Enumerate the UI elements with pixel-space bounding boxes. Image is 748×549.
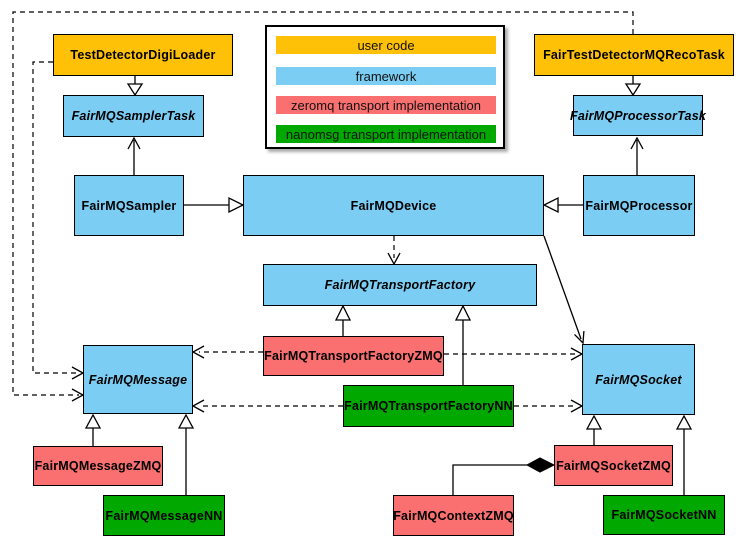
edge-factoryzmq-to-message-dashed [191, 345, 263, 359]
class-node-fairmqmessage: FairMQMessage [83, 345, 193, 414]
legend-item-framework: framework [276, 67, 496, 85]
legend-label: zeromq transport implementation [290, 97, 482, 113]
class-node-fairmqcontextzmq: FairMQContextZMQ [393, 495, 514, 536]
class-node-fairmqdevice: FairMQDevice [243, 175, 544, 236]
class-node-fairmqsamplertask: FairMQSamplerTask [63, 95, 204, 137]
legend-item-nanomsg: nanomsg transport implementation [276, 125, 496, 143]
edge-digiloader-to-samplertask [126, 76, 144, 97]
class-node-fairmqprocessortask: FairMQProcessorTask [570, 95, 706, 136]
edge-recotask-to-processortask [624, 76, 642, 97]
class-node-fairmqtransportfactorynn: FairMQTransportFactoryNN [343, 385, 514, 427]
edge-messagezmq-to-message [84, 413, 102, 446]
edge-messagenn-to-message [177, 413, 195, 495]
class-node-fairtestdetectormqrecotask: FairTestDetectorMQRecoTask [534, 34, 734, 76]
class-node-fairmqmessagezmq: FairMQMessageZMQ [33, 446, 163, 486]
edge-device-to-transportfactory-dashed [387, 236, 401, 266]
composition-diamond-icon [525, 457, 556, 473]
legend-item-user-code: user code [276, 36, 496, 54]
edge-sampler-to-device [184, 196, 245, 214]
class-node-fairmqmessagenn: FairMQMessageNN [103, 495, 225, 536]
edge-factoryzmq-to-socket-dashed [444, 347, 584, 361]
edge-factoryzmq-to-factory [334, 304, 352, 336]
legend: user code framework zeromq transport imp… [265, 25, 505, 149]
class-node-fairmqtransportfactory: FairMQTransportFactory [263, 264, 537, 306]
edge-factorynn-to-factory [454, 304, 472, 385]
legend-label: user code [357, 37, 415, 53]
edge-factorynn-to-socket-dashed [514, 399, 584, 413]
class-node-fairmqsocketzmq: FairMQSocketZMQ [554, 445, 673, 486]
legend-label: framework [355, 68, 417, 84]
edge-socketnn-to-socket [675, 414, 693, 495]
class-node-fairmqsampler: FairMQSampler [74, 175, 184, 236]
class-node-fairmqprocessor: FairMQProcessor [583, 175, 695, 236]
edge-processor-to-device [542, 196, 583, 214]
class-node-testdetectordigiloader: TestDetectorDigiLoader [53, 34, 233, 76]
class-node-fairmqsocketnn: FairMQSocketNN [603, 495, 725, 535]
class-node-fairmqtransportfactoryzmq: FairMQTransportFactoryZMQ [263, 336, 444, 376]
edge-sampler-to-samplertask [127, 136, 141, 175]
legend-item-zeromq: zeromq transport implementation [276, 96, 496, 114]
edge-factorynn-to-message-dashed [191, 399, 343, 413]
edge-socketzmq-to-socket [585, 414, 603, 445]
edge-device-to-socket [543, 235, 585, 345]
edge-processor-to-processortask [630, 136, 644, 175]
class-node-fairmqsocket: FairMQSocket [582, 344, 695, 415]
legend-label: nanomsg transport implementation [285, 126, 487, 142]
edge-contextzmq-to-socketzmq-composition [452, 457, 556, 495]
